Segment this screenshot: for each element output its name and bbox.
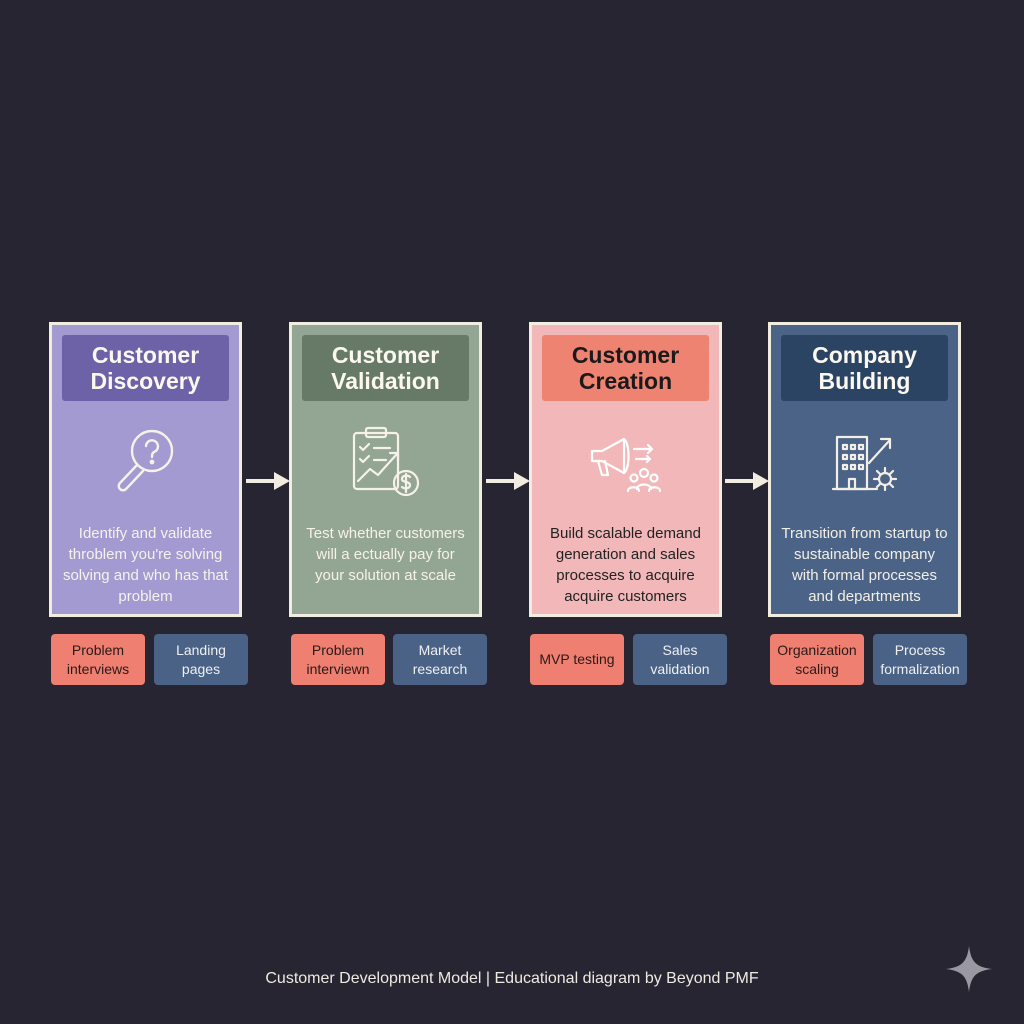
- stage-card-customer-validation: Customer Validation Test whether custome…: [289, 322, 482, 617]
- flow-arrow-icon: [486, 472, 530, 490]
- stage-card-company-building: Company Building Transition from startup…: [768, 322, 961, 617]
- tag-method: Organization scaling: [770, 634, 864, 685]
- stage-description: Transition from startup to sustainable c…: [781, 525, 948, 605]
- stage-title: Customer Validation: [302, 335, 469, 401]
- stage-card-customer-creation: Customer Creation Build scalable demand …: [529, 322, 722, 617]
- magnifier-question-icon: [117, 429, 173, 492]
- tag-method: MVP testing: [530, 634, 624, 685]
- stage-title: Customer Creation: [542, 335, 709, 401]
- stage-title: Company Building: [781, 335, 948, 401]
- stage-title: Customer Discovery: [62, 335, 229, 401]
- building-gear-growth-icon: [831, 435, 897, 492]
- tag-method: Landing pages: [154, 634, 248, 685]
- tag-method: Process formalization: [873, 634, 967, 685]
- tag-method: Sales validation: [633, 634, 727, 685]
- stage-description: Identify and validate throblem you're so…: [62, 525, 229, 605]
- flow-arrow-icon: [725, 472, 769, 490]
- megaphone-audience-icon: [590, 437, 661, 493]
- stage-description: Test whether customers will a ectually p…: [306, 525, 465, 584]
- footer-caption: Customer Development Model | Educational…: [265, 970, 759, 987]
- clipboard-growth-dollar-icon: [352, 426, 419, 497]
- tag-method: Problem interviews: [51, 634, 145, 685]
- sparkle-icon: [946, 946, 992, 992]
- tag-method: Market research: [393, 634, 487, 685]
- flow-arrow-icon: [246, 472, 290, 490]
- stage-description: Build scalable demand generation and sal…: [550, 525, 701, 605]
- stage-card-customer-discovery: Customer Discovery Identify and validate…: [49, 322, 242, 617]
- tag-method: Problem interviewn: [291, 634, 385, 685]
